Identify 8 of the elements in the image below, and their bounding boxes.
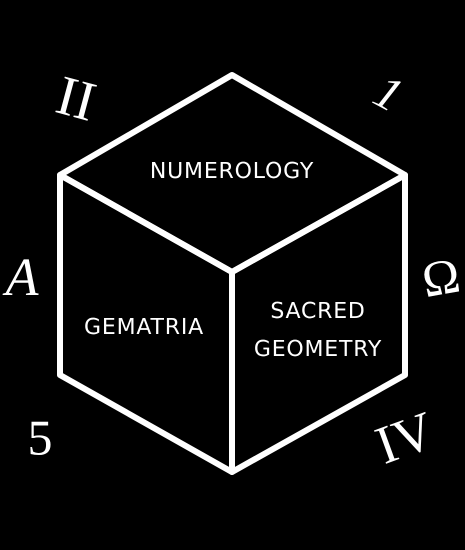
face-label: GEMATRIA xyxy=(84,314,204,342)
roman-numeral: IV xyxy=(371,409,439,467)
face-label: NUMEROLOGY xyxy=(150,158,314,186)
digit: 5 xyxy=(28,419,52,457)
greek-letter: Ω xyxy=(419,256,463,300)
roman-numeral: II xyxy=(52,74,100,124)
digit: 1 xyxy=(368,72,408,116)
face-label: SACRED GEOMETRY xyxy=(254,298,382,364)
